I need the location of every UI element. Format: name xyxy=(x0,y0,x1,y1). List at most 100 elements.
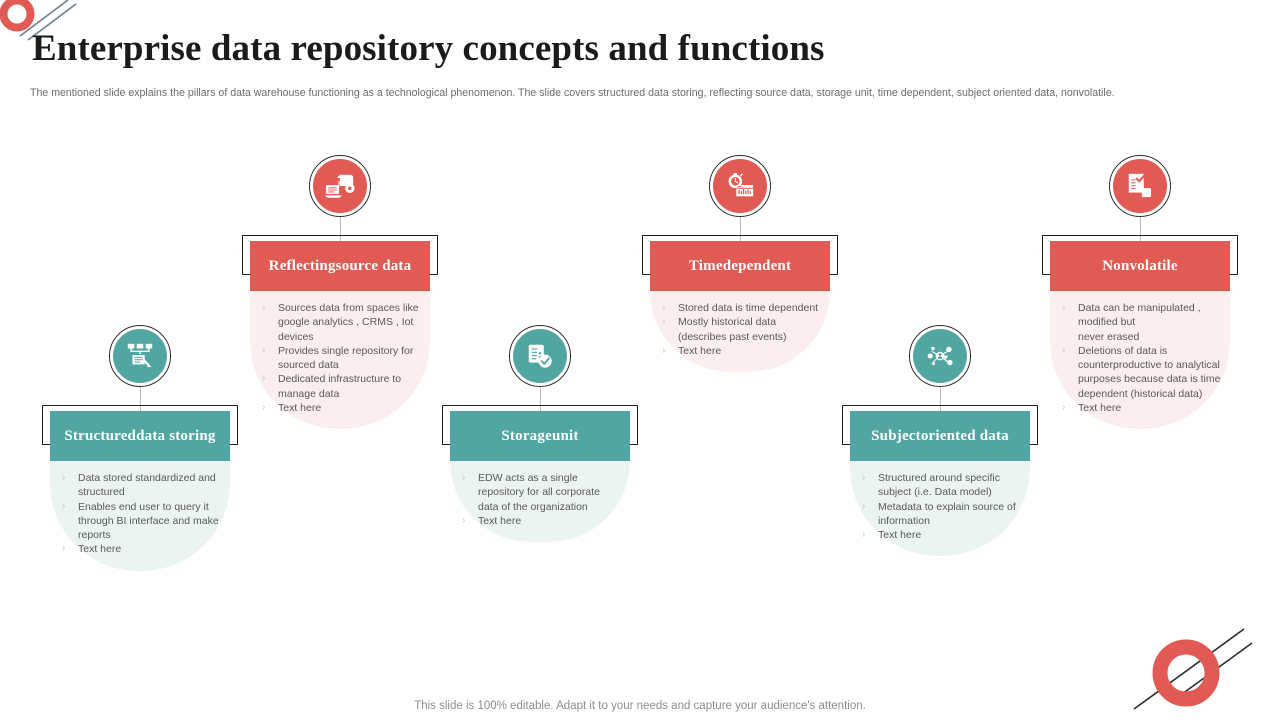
pillar-bullet: › Data can be manipulated , modified but… xyxy=(1058,301,1222,344)
pillar-bullet-text: Dedicated infrastructure to manage data xyxy=(278,373,402,400)
chevron-right-icon: › xyxy=(262,402,266,414)
pillar-bullet-text: Text here xyxy=(278,402,322,415)
pillar-icon-ring xyxy=(709,155,771,217)
chevron-right-icon: › xyxy=(462,472,466,483)
pillar-icon-ring xyxy=(1109,155,1171,217)
pillar-bullet: › Metadata to explain source of informat… xyxy=(858,500,1022,529)
pillar-bullet: › Text here xyxy=(658,344,822,358)
pillar-bullet-text: Text here xyxy=(1078,402,1122,415)
pillar-body: › Stored data is time dependent › Mostly… xyxy=(650,291,830,373)
pillar-connector-line xyxy=(739,217,741,241)
pillar-connector-line xyxy=(339,217,341,241)
chevron-right-icon: › xyxy=(1062,302,1066,313)
pillar-bullet-text: Enables end user to query it through BI … xyxy=(78,500,219,542)
pillar-bullet: › Data stored standardized and structure… xyxy=(58,471,222,500)
pillar-bullet: › Text here xyxy=(1058,401,1222,415)
pillar-body: › EDW acts as a single repository for al… xyxy=(450,461,630,543)
pillar-bullet: › Provides single repository for sourced… xyxy=(258,344,422,373)
pillar-title-line1: Reflecting xyxy=(268,258,336,274)
chevron-right-icon: › xyxy=(862,500,866,512)
page-title: Enterprise data repository concepts and … xyxy=(32,28,825,69)
pillar-bullet: › Text here xyxy=(858,528,1022,542)
chevron-right-icon: › xyxy=(862,472,866,483)
chevron-right-icon: › xyxy=(262,344,266,356)
chevron-right-icon: › xyxy=(62,472,66,483)
pillar-icon-disc xyxy=(913,329,967,383)
pillar-bullet-text: Text here xyxy=(678,344,722,357)
pillar-body: › Sources data from spaces like google a… xyxy=(250,291,430,430)
pillar-bullet: › Text here xyxy=(58,542,222,556)
pillar-title-line1: Structured xyxy=(64,428,137,444)
pillar-connector-line xyxy=(139,387,141,411)
pillar-title-line2: oriented data xyxy=(920,428,1009,444)
footer-note: This slide is 100% editable. Adapt it to… xyxy=(414,700,866,712)
pillar-icon-disc xyxy=(313,159,367,213)
chevron-right-icon: › xyxy=(662,344,666,356)
chevron-right-icon: › xyxy=(1062,402,1066,414)
pillar-bullet: › Enables end user to query it through B… xyxy=(58,500,222,543)
pillar-title-line2: unit xyxy=(551,428,579,444)
pillar-bullet: › Stored data is time dependent xyxy=(658,301,822,315)
pillar-icon-disc xyxy=(113,329,167,383)
chevron-right-icon: › xyxy=(262,302,266,313)
pillar-title: Nonvolatile xyxy=(1050,241,1230,291)
pillar-bullet-text: Sources data from spaces like google ana… xyxy=(278,302,419,343)
pillar-icon-network-user-icon xyxy=(909,325,971,387)
pillar-icon-disc xyxy=(713,159,767,213)
pillar-bullet-text: EDW acts as a single repository for all … xyxy=(478,472,600,513)
pillar-bullet: › Text here xyxy=(258,401,422,415)
pillar-card-nonvolatile[interactable]: Nonvolatile › Data can be manipulated , … xyxy=(1042,155,1238,430)
chevron-right-icon: › xyxy=(462,514,466,526)
pillar-title-line2: source data xyxy=(335,258,412,274)
pillar-bullet-list: › Stored data is time dependent › Mostly… xyxy=(658,301,822,358)
pillar-bullet-text: Deletions of data is counterproductive t… xyxy=(1078,344,1221,400)
pillar-bullet-list: › Data stored standardized and structure… xyxy=(58,471,222,557)
pillar-bullet-list: › Structured around specific subject (i.… xyxy=(858,471,1022,542)
pillar-bullet: › Text here xyxy=(458,514,622,528)
chevron-right-icon: › xyxy=(662,316,666,328)
pillar-body: › Structured around specific subject (i.… xyxy=(850,461,1030,557)
pillar-title-line1: Subject xyxy=(871,428,921,444)
pillar-title-line1: Time xyxy=(688,258,723,274)
pillar-icon-disc xyxy=(513,329,567,383)
pillar-title-line2: data storing xyxy=(136,428,216,444)
pillar-icon-database-check-icon xyxy=(509,325,571,387)
pillar-bullet-list: › Data can be manipulated , modified but… xyxy=(1058,301,1222,415)
pillar-body: › Data stored standardized and structure… xyxy=(50,461,230,571)
pillar-icon-disc xyxy=(1113,159,1167,213)
pillar-title-line2: dependent xyxy=(722,258,792,274)
chevron-right-icon: › xyxy=(1062,344,1066,356)
pillar-icon-ring xyxy=(309,155,371,217)
pillar-bullet-text: Data stored standardized and structured xyxy=(78,472,216,499)
pillar-bullet: › Sources data from spaces like google a… xyxy=(258,301,422,344)
pillar-bullet: › Mostly historical data (describes past… xyxy=(658,315,822,344)
pillar-bullet: › Dedicated infrastructure to manage dat… xyxy=(258,372,422,401)
pillar-bullet-text: Metadata to explain source of informatio… xyxy=(878,500,1016,527)
chevron-right-icon: › xyxy=(62,500,66,512)
pillar-bullet: › Structured around specific subject (i.… xyxy=(858,471,1022,500)
pillar-header-zone: Nonvolatile xyxy=(1042,235,1238,291)
pillar-icon-ring xyxy=(509,325,571,387)
page-subtitle: The mentioned slide explains the pillars… xyxy=(30,87,1115,99)
pillar-body: › Data can be manipulated , modified but… xyxy=(1050,291,1230,430)
pillar-bullet: › EDW acts as a single repository for al… xyxy=(458,471,622,514)
pillar-bullet-text: Mostly historical data (describes past e… xyxy=(678,316,787,343)
pillar-bullet: › Deletions of data is counterproductive… xyxy=(1058,344,1222,401)
chevron-right-icon: › xyxy=(862,529,866,541)
pillar-bullet-text: Structured around specific subject (i.e.… xyxy=(878,472,1000,499)
